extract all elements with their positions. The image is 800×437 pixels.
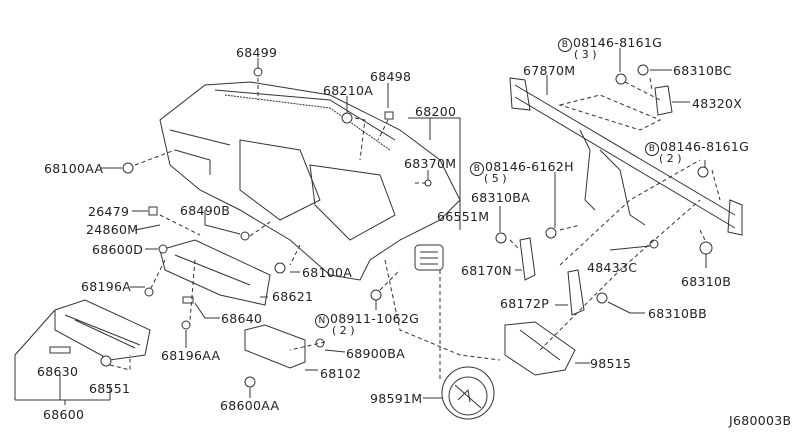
dashboard-panel — [159, 81, 461, 281]
part-label-24860M[interactable]: 24860M — [86, 222, 139, 237]
part-label-68196AA[interactable]: 68196AA — [161, 348, 221, 363]
part-label-68100A[interactable]: 68100A — [302, 265, 353, 280]
part-label-68100AA[interactable]: 68100AA — [44, 161, 104, 176]
part-label-68900BA[interactable]: 68900BA — [346, 346, 405, 361]
part-label-68370M[interactable]: 68370M — [404, 156, 457, 171]
part-label-68200[interactable]: 68200 — [415, 104, 457, 119]
part-label-68600[interactable]: 68600 — [43, 407, 85, 422]
part-label-67870M[interactable]: 67870M — [523, 63, 576, 78]
part-label-68621[interactable]: 68621 — [272, 289, 314, 304]
part-label-68172P[interactable]: 68172P — [500, 296, 550, 311]
bracket-68170N — [519, 237, 536, 281]
b-prefix-badge: B — [470, 162, 484, 176]
qty-08911: ( 2 ) — [332, 324, 355, 337]
part-label-68170N[interactable]: 68170N — [461, 263, 512, 278]
diagram-reference-code: J680003B — [729, 413, 792, 428]
part-label-68310B[interactable]: 68310B — [681, 274, 732, 289]
part-label-48320X[interactable]: 48320X — [692, 96, 743, 111]
fasteners — [49, 64, 713, 388]
glove-box-upper — [159, 239, 271, 306]
bracket-48320X — [654, 85, 673, 116]
part-label-68310BA[interactable]: 68310BA — [471, 190, 530, 205]
part-label-68196A[interactable]: 68196A — [81, 279, 132, 294]
part-label-68640[interactable]: 68640 — [221, 311, 263, 326]
part-label-68490B[interactable]: 68490B — [180, 203, 231, 218]
part-label-68600D[interactable]: 68600D — [92, 242, 144, 257]
part-label-98515[interactable]: 98515 — [590, 356, 632, 371]
part-label-26479[interactable]: 26479 — [88, 204, 130, 219]
part-label-68630[interactable]: 68630 — [37, 364, 79, 379]
b-prefix-badge: B — [645, 142, 659, 156]
part-label-68210A[interactable]: 68210A — [323, 83, 374, 98]
dashed-lines — [109, 77, 721, 380]
leader-lines — [14, 48, 707, 405]
part-label-68102[interactable]: 68102 — [320, 366, 362, 381]
qty-08146-8161G-a: ( 3 ) — [574, 48, 597, 61]
b-prefix-badge: B — [558, 38, 572, 52]
part-label-48433C[interactable]: 48433C — [587, 260, 638, 275]
qty-08146-8161G-b: ( 2 ) — [659, 152, 682, 165]
part-label-68310BB[interactable]: 68310BB — [648, 306, 708, 321]
part-label-68551[interactable]: 68551 — [89, 381, 131, 396]
airbag-module — [504, 321, 576, 376]
part-label-68498[interactable]: 68498 — [370, 69, 412, 84]
part-label-66551M[interactable]: 66551M — [437, 209, 490, 224]
part-label-68600AA[interactable]: 68600AA — [220, 398, 280, 413]
n-prefix-badge: N — [315, 314, 329, 328]
part-label-68499[interactable]: 68499 — [236, 45, 278, 60]
glove-box — [54, 299, 151, 361]
part-label-68310BC[interactable]: 68310BC — [673, 63, 732, 78]
bracket-68172P — [567, 269, 585, 316]
part-label-98591M[interactable]: 98591M — [370, 391, 423, 406]
airbag-warning-label — [441, 366, 495, 420]
lower-bracket — [244, 324, 306, 369]
qty-08146-6162H: ( 5 ) — [484, 172, 507, 185]
air-vent — [414, 244, 444, 271]
steering-member — [509, 77, 743, 236]
